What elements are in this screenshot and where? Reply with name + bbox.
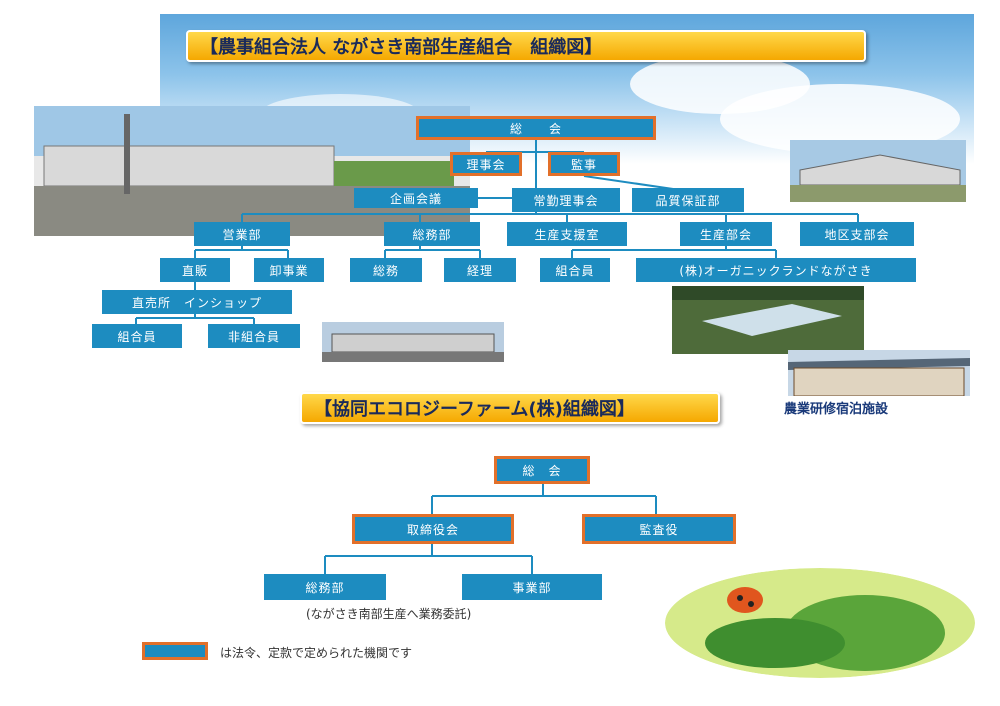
- quality-assurance-box: 品質保証部: [632, 188, 744, 212]
- warehouse-photo: [790, 140, 966, 202]
- eco-auditor-box: 監査役: [582, 514, 736, 544]
- direct-shops-box: 直売所 インショップ: [102, 290, 292, 314]
- production-support-box: 生産支援室: [507, 222, 627, 246]
- eco-operations-box: 事業部: [462, 574, 602, 600]
- legend-swatch: [142, 642, 208, 660]
- wholesale-box: 卸事業: [254, 258, 324, 282]
- members-box: 組合員: [540, 258, 610, 282]
- office-photo: [322, 322, 504, 362]
- general-affairs-dept-box: 総務部: [384, 222, 480, 246]
- general-meeting-box: 総 会: [416, 116, 656, 140]
- organic-land-box: (株)オーガニックランドながさき: [636, 258, 916, 282]
- photo-caption: 農業研修宿泊施設: [784, 402, 889, 417]
- shop-members-box: 組合員: [92, 324, 182, 348]
- non-members-box: 非組合員: [208, 324, 300, 348]
- planning-meeting-box: 企画会議: [354, 188, 478, 208]
- production-committee-box: 生産部会: [680, 222, 772, 246]
- sales-dept-box: 営業部: [194, 222, 290, 246]
- eco-general-meeting-box: 総 会: [494, 456, 590, 484]
- ga-general-box: 総務: [350, 258, 422, 282]
- legend-text: は法令、定款で定められた機関です: [220, 646, 413, 660]
- eco-general-affairs-box: 総務部: [264, 574, 386, 600]
- training-facility-photo: [788, 350, 970, 396]
- board-box: 理事会: [450, 152, 522, 176]
- auditor-box: 監事: [548, 152, 620, 176]
- ladybug-leaf-photo: [665, 568, 975, 678]
- regional-branch-box: 地区支部会: [800, 222, 914, 246]
- outsourcing-note: (ながさき南部生産へ業務委託): [306, 607, 472, 621]
- chart2-title: 【協同エコロジーファーム(株)組織図】: [300, 392, 720, 424]
- direct-sales-box: 直販: [160, 258, 230, 282]
- accounting-box: 経理: [444, 258, 516, 282]
- greenhouse-photo: [672, 286, 864, 354]
- directors-box: 取締役会: [352, 514, 514, 544]
- chart1-title: 【農事組合法人 ながさき南部生産組合 組織図】: [186, 30, 866, 62]
- standing-board-box: 常勤理事会: [512, 188, 620, 212]
